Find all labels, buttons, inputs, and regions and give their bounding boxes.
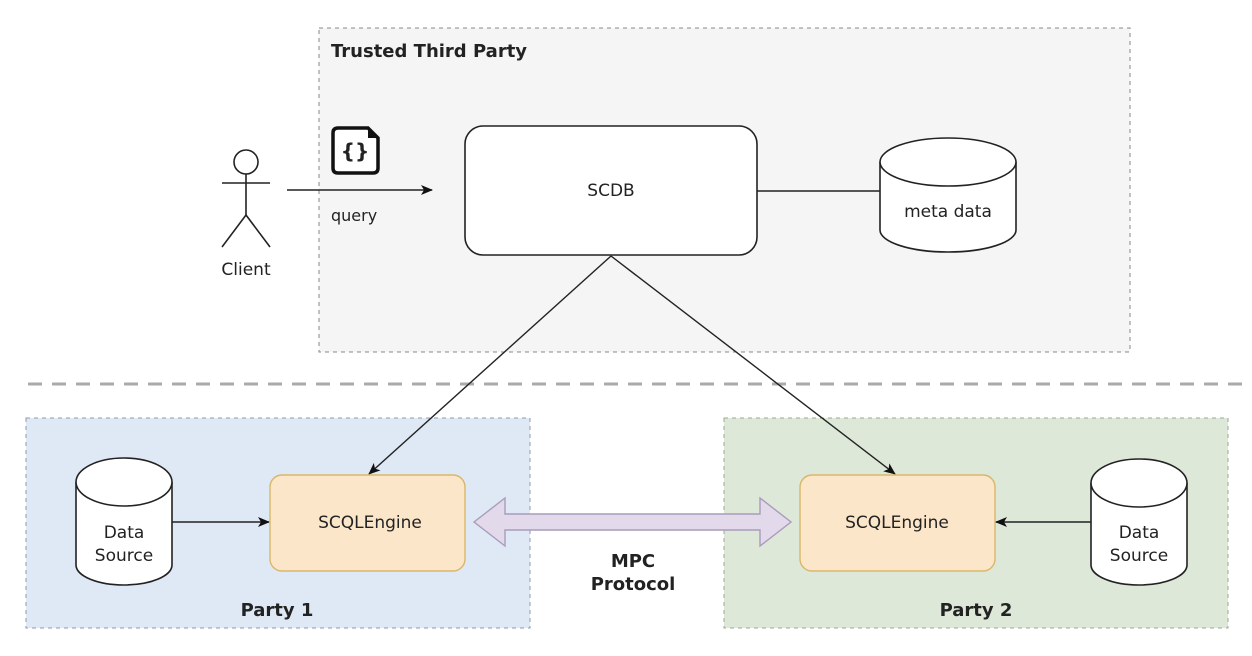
trusted-third-party-label: Trusted Third Party — [331, 41, 527, 62]
engine1-label: SCQLEngine — [318, 513, 422, 533]
mpc-protocol-arrow — [472, 496, 793, 548]
metadata-label: meta data — [904, 202, 992, 222]
query-label: query — [331, 206, 377, 225]
datasource1-database-icon — [75, 457, 173, 586]
mpc-label-line1: MPC — [611, 551, 655, 572]
json-file-icon: {} — [331, 126, 380, 175]
mpc-label-line2: Protocol — [591, 574, 676, 595]
datasource2-label-line1: Data — [1119, 523, 1160, 543]
engine1-node — [269, 474, 466, 572]
scdb-to-engine1-arrow — [368, 255, 612, 475]
json-braces-glyph: {} — [341, 139, 369, 163]
engine2-label: SCQLEngine — [845, 513, 949, 533]
metadata-database-icon — [879, 137, 1017, 253]
party2-label: Party 2 — [940, 600, 1013, 621]
party1-label: Party 1 — [241, 600, 314, 621]
datasource2-label-line2: Source — [1110, 546, 1168, 566]
client-actor-icon — [221, 149, 271, 248]
datasource1-label-line1: Data — [104, 523, 145, 543]
client-label: Client — [221, 260, 271, 280]
scdb-to-engine2-arrow — [610, 255, 896, 475]
datasource1-label-line2: Source — [95, 546, 153, 566]
scdb-label: SCDB — [587, 181, 634, 201]
datasource2-database-icon — [1090, 458, 1188, 586]
